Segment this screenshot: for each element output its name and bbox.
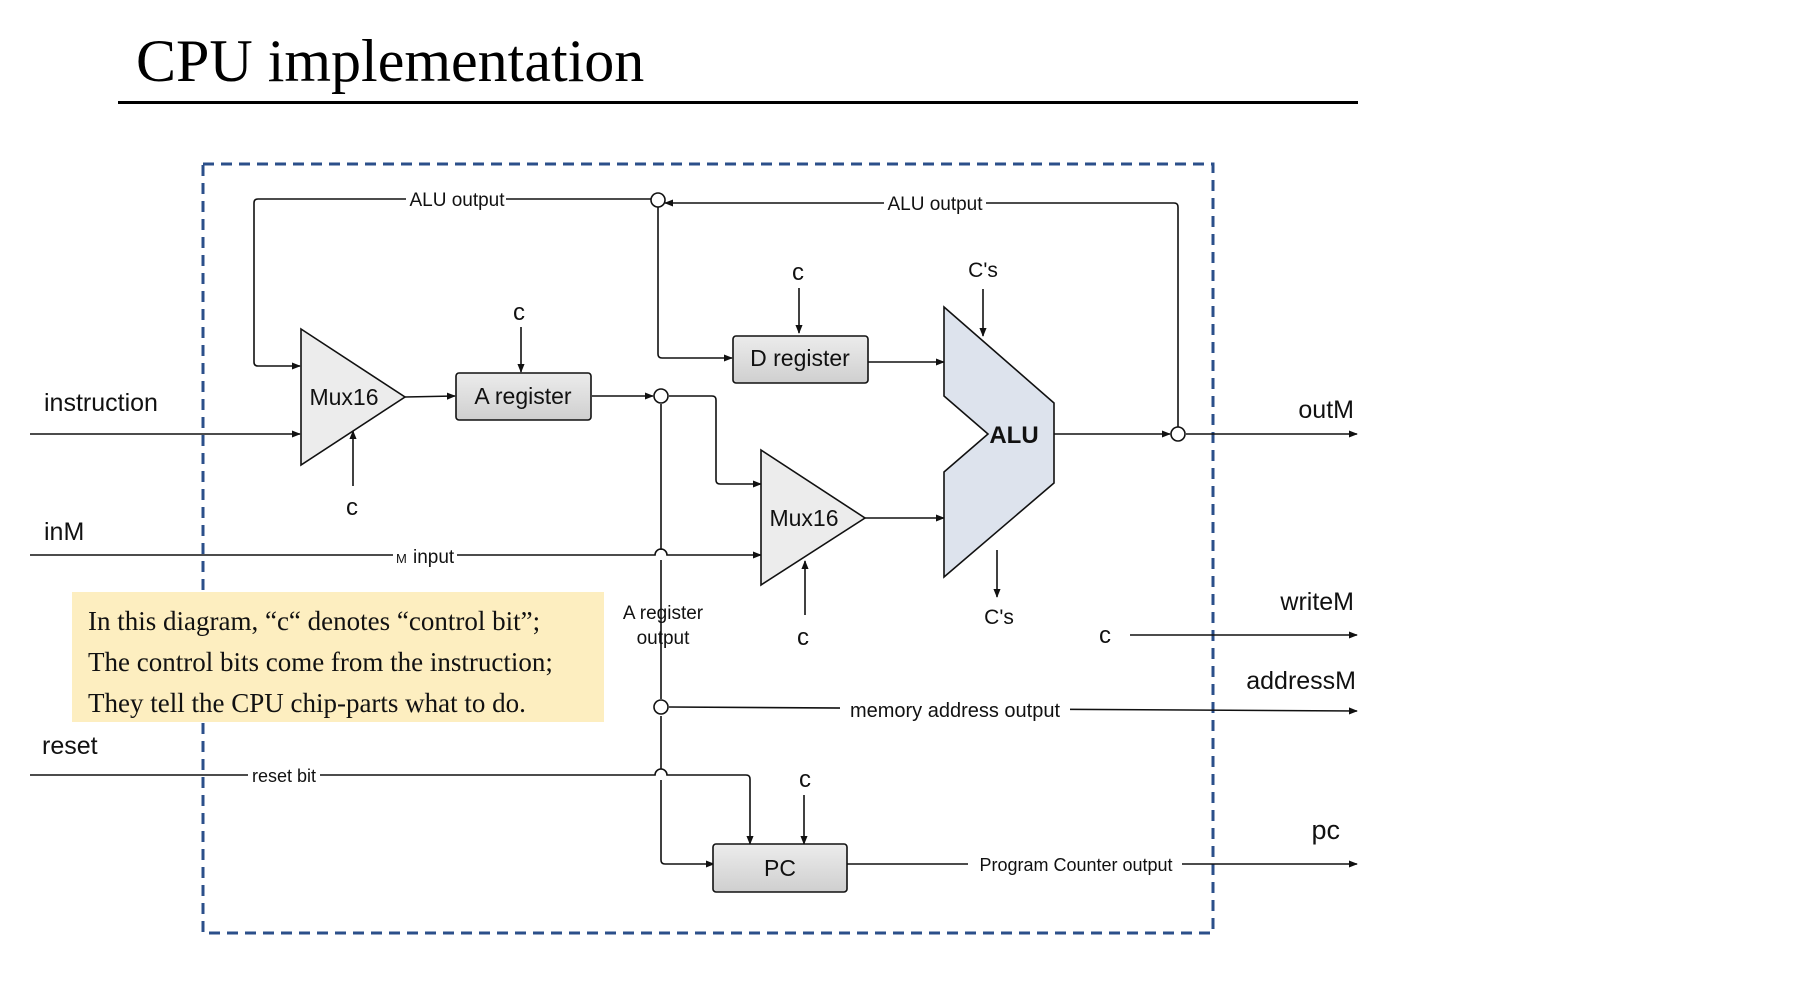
control-bit-note: In this diagram, “c“ denotes “control bi… — [72, 592, 604, 722]
a-register-label: A register — [474, 383, 571, 409]
d-register-label: D register — [750, 345, 850, 371]
output-addressm: addressM — [1246, 667, 1356, 695]
alu-control-bits-in: C's — [968, 259, 998, 282]
chip-boundary — [201, 162, 1215, 935]
output-outm: outM — [1298, 396, 1354, 424]
pc-label: PC — [764, 855, 796, 881]
a-register-junction — [653, 388, 669, 404]
title-underline — [118, 101, 1358, 104]
mux16-lower — [760, 448, 867, 587]
alu-label: ALU — [989, 422, 1038, 449]
note-line-1: In this diagram, “c“ denotes “control bi… — [88, 606, 541, 636]
alu-feedback-junction — [650, 192, 666, 208]
control-bit-a-register: c — [513, 299, 525, 326]
output-pc: pc — [1311, 815, 1340, 845]
outm-junction — [1170, 426, 1186, 442]
control-bit-mux-lower: c — [797, 624, 809, 651]
m-input-prefix: M — [396, 551, 407, 566]
control-bit-pc: c — [799, 766, 811, 793]
mux16-lower-label: Mux16 — [769, 505, 838, 531]
program-counter-output-label: Program Counter output — [979, 855, 1172, 875]
pc-register — [712, 843, 848, 893]
note-line-2: The control bits come from the instructi… — [88, 647, 553, 677]
mux16-upper-label: Mux16 — [309, 384, 378, 410]
control-bit-d-register: c — [792, 259, 804, 286]
a-register — [455, 372, 592, 421]
page-title: CPU implementation — [136, 28, 645, 94]
input-inm: inM — [44, 518, 84, 546]
alu-output-label-left: ALU output — [409, 190, 505, 211]
reset-bit-label: reset bit — [252, 766, 316, 786]
alu-control-bits-out: C's — [984, 606, 1014, 629]
address-junction — [653, 699, 669, 715]
input-instruction: instruction — [44, 389, 158, 417]
m-input-label: input — [413, 547, 455, 568]
mux16-upper — [300, 327, 407, 467]
output-writem: writeM — [1279, 588, 1354, 616]
input-reset: reset — [42, 732, 98, 760]
a-register-output-label-2: output — [637, 628, 691, 649]
memory-address-output-label: memory address output — [850, 700, 1061, 722]
note-line-3: They tell the CPU chip-parts what to do. — [88, 688, 526, 718]
d-register — [732, 335, 869, 384]
alu-output-to-mux-wire — [253, 198, 652, 370]
control-bit-writem: c — [1099, 622, 1111, 649]
alu — [943, 305, 1055, 579]
control-bit-mux-upper: c — [346, 494, 358, 521]
alu-output-feedback-wire — [664, 199, 1179, 433]
a-register-output-label-1: A register — [623, 603, 704, 624]
alu-output-to-d-wire — [657, 206, 733, 362]
alu-output-label-right: ALU output — [887, 194, 983, 215]
